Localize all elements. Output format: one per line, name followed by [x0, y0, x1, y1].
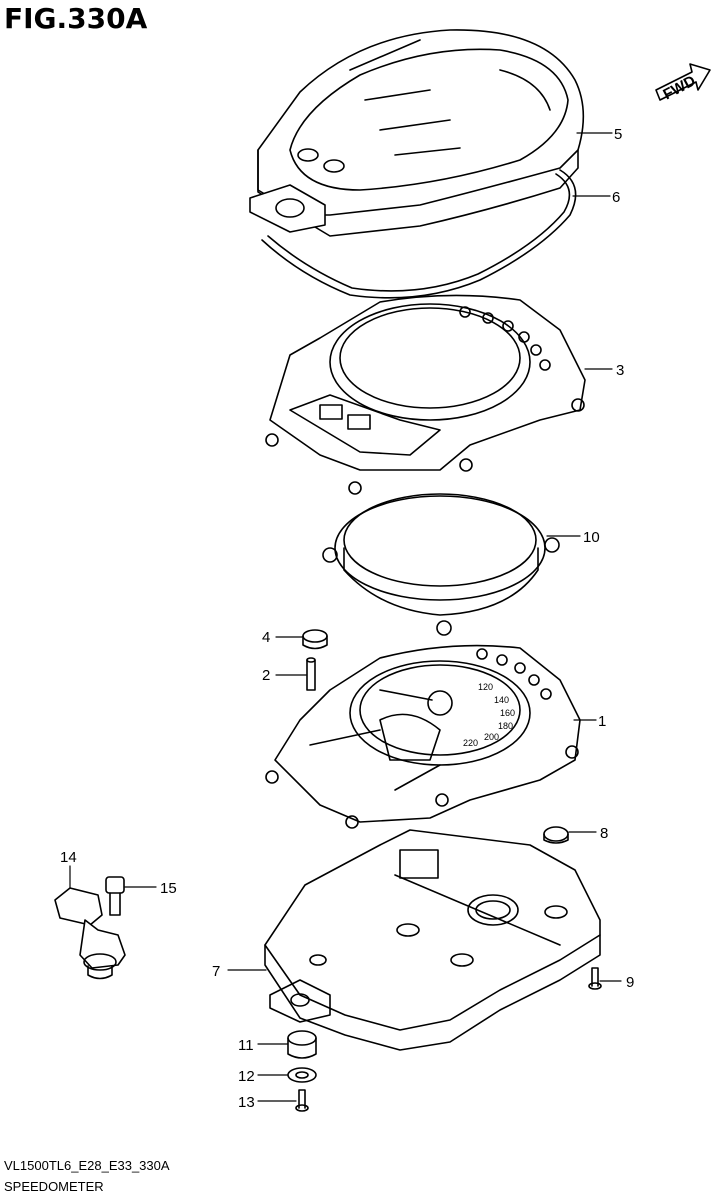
part-14-speed-sensor: [54, 887, 126, 980]
part-9-screw: [588, 967, 602, 990]
part-10-ring: [322, 493, 560, 636]
gauge-tick-160: 160: [500, 708, 515, 718]
callout-14: 14: [60, 849, 77, 866]
callout-2: 2: [262, 667, 270, 684]
callout-10: 10: [583, 529, 600, 546]
callout-13: 13: [238, 1094, 255, 1111]
callout-1: 1: [598, 713, 606, 730]
callout-6: 6: [612, 189, 620, 206]
gauge-tick-200: 200: [484, 732, 499, 742]
figure-code: VL1500TL6_E28_E33_330A: [4, 1158, 170, 1173]
callout-5: 5: [614, 126, 622, 143]
part-15-bolt: [105, 876, 125, 916]
callout-11: 11: [238, 1037, 254, 1054]
gauge-tick-220: 220: [463, 738, 478, 748]
part-4-grommet: [302, 629, 328, 650]
callout-9: 9: [626, 974, 634, 991]
gauge-tick-140: 140: [494, 695, 509, 705]
part-13-screw: [295, 1089, 309, 1112]
part-1-meter-assembly: 120 140 160 180 200 220: [265, 644, 581, 829]
part-2-screw: [306, 657, 316, 691]
fwd-arrow: FWD: [655, 63, 711, 103]
figure-title: FIG.330A: [4, 2, 148, 35]
leader-lines: [69, 132, 622, 1102]
part-8-cap: [543, 826, 569, 844]
fwd-label: FWD: [660, 72, 698, 103]
part-3-upper-case: [265, 294, 586, 495]
gauge-tick-180: 180: [498, 721, 513, 731]
part-11-cushion: [287, 1030, 317, 1059]
callout-15: 15: [160, 880, 177, 897]
callout-3: 3: [616, 362, 624, 379]
callout-7: 7: [212, 963, 220, 980]
part-6-gasket: [261, 169, 577, 299]
part-12-washer: [287, 1067, 317, 1083]
callout-labels: 1 2 3 4 5 6 7 8 9 10 11 12 13 14 15: [60, 126, 634, 1111]
callout-4: 4: [262, 629, 270, 646]
figure-name: SPEEDOMETER: [4, 1179, 104, 1194]
part-7-lower-case: [264, 829, 601, 1051]
callout-12: 12: [238, 1068, 255, 1085]
part-5-top-cover: [249, 29, 585, 237]
callout-8: 8: [600, 825, 608, 842]
gauge-tick-120: 120: [478, 682, 493, 692]
